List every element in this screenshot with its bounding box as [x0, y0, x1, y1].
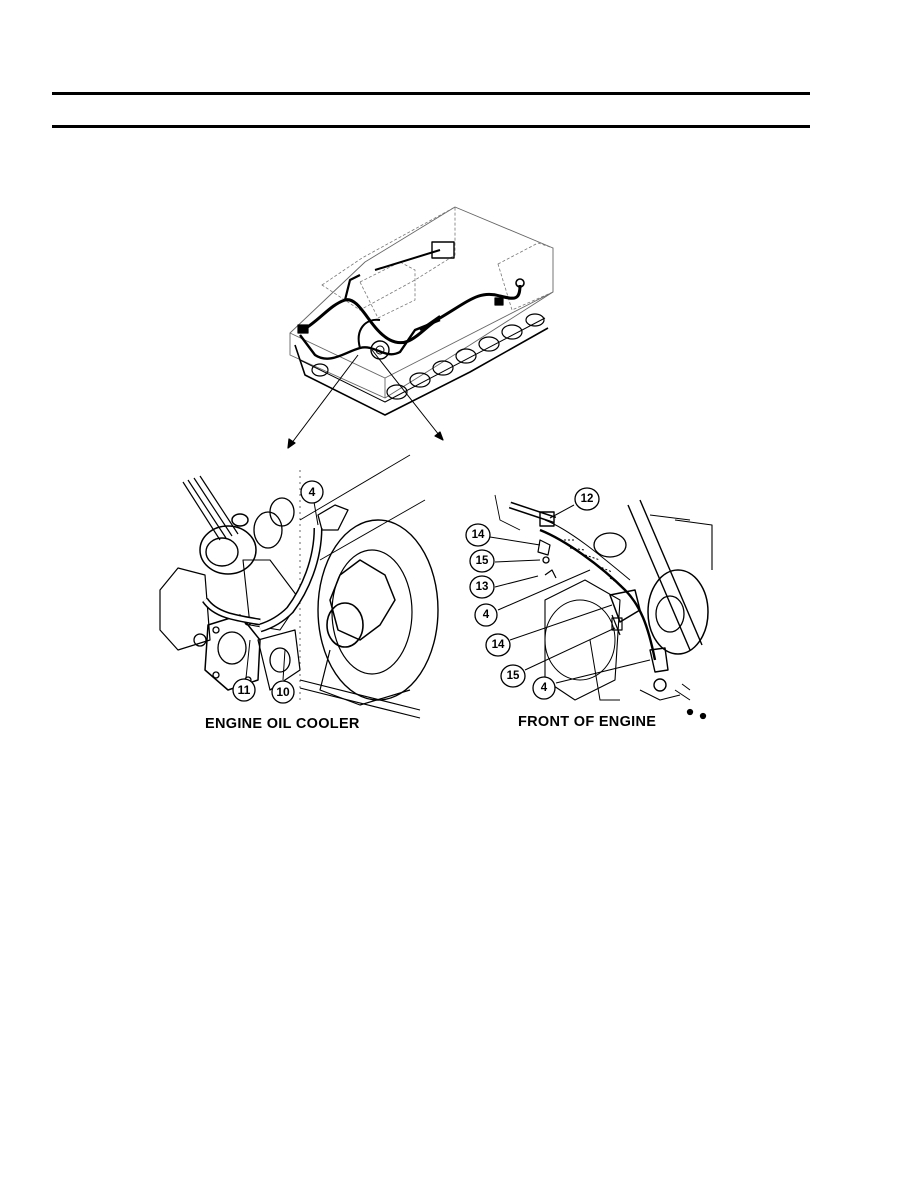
callout-4: 4 — [309, 485, 316, 499]
callout-13: 13 — [476, 581, 489, 593]
engine-oil-cooler-caption: ENGINE OIL COOLER — [205, 716, 360, 732]
callout-4: 4 — [541, 682, 548, 694]
front-of-engine-illustration — [494, 494, 713, 720]
header-rule-bottom — [52, 125, 810, 128]
engine-oil-cooler-illustration — [159, 454, 439, 719]
vehicle-overview-illustration — [287, 206, 554, 449]
callouts-left — [232, 480, 324, 704]
callout-15: 15 — [507, 670, 520, 682]
callout-10: 10 — [276, 685, 290, 699]
front-of-engine-caption: FRONT OF ENGINE — [518, 714, 657, 730]
callout-12: 12 — [581, 493, 594, 505]
callout-15: 15 — [476, 555, 489, 567]
callout-14: 14 — [492, 639, 505, 651]
header-rule-top — [52, 92, 810, 95]
callout-4: 4 — [483, 609, 490, 621]
callout-14: 14 — [472, 529, 485, 541]
callouts-right — [465, 487, 651, 700]
callout-11: 11 — [238, 683, 251, 697]
